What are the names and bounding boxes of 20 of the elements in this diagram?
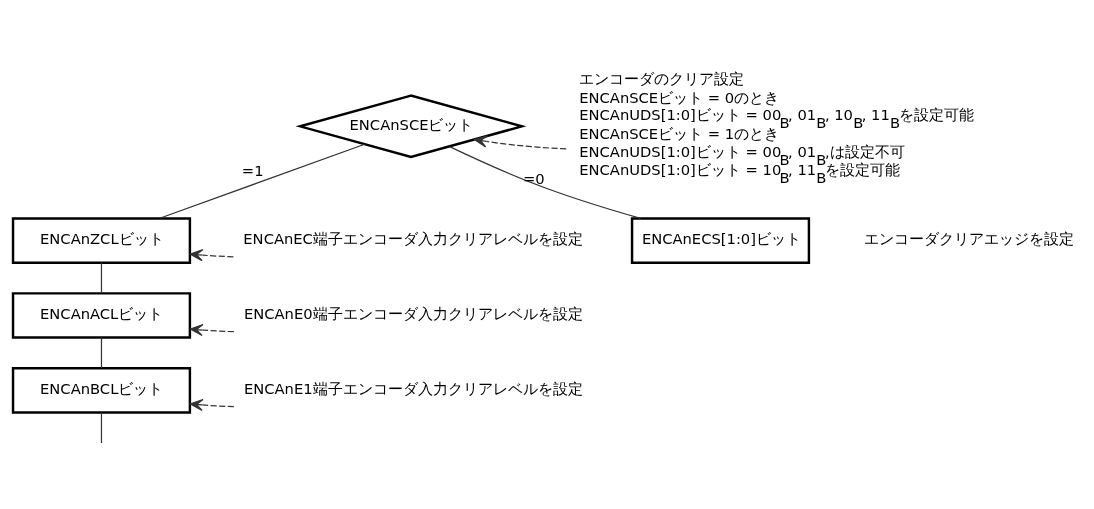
node-text: ENCAnE1端子エンコーダ入力クリアレベルを設定 xyxy=(243,380,583,398)
label: エンコーダクリアエッジを設定 xyxy=(863,230,1074,248)
connector xyxy=(159,143,366,219)
edge-label: =0 xyxy=(522,169,545,187)
arrow xyxy=(473,135,567,150)
connector xyxy=(449,146,642,219)
arrow xyxy=(189,323,235,337)
node-box: ENCAnZCLビット xyxy=(11,217,192,264)
connector xyxy=(100,262,103,294)
arrow xyxy=(189,398,235,412)
node-diamond: ENCAnSCEビット xyxy=(295,94,527,159)
connector xyxy=(100,337,103,369)
node-box: ENCAnACLビット xyxy=(11,292,192,339)
arrow xyxy=(189,249,235,262)
edge-label: =1 xyxy=(241,162,264,180)
node-box: ENCAnBCLビット xyxy=(11,367,192,414)
node-box: ENCAnECS[1:0]ビット xyxy=(630,217,811,264)
node-text: ENCAnEC端子エンコーダ入力クリアレベルを設定 xyxy=(243,230,583,248)
node-text: ENCAnE0端子エンコーダ入力クリアレベルを設定 xyxy=(243,305,583,323)
connector xyxy=(100,412,103,444)
